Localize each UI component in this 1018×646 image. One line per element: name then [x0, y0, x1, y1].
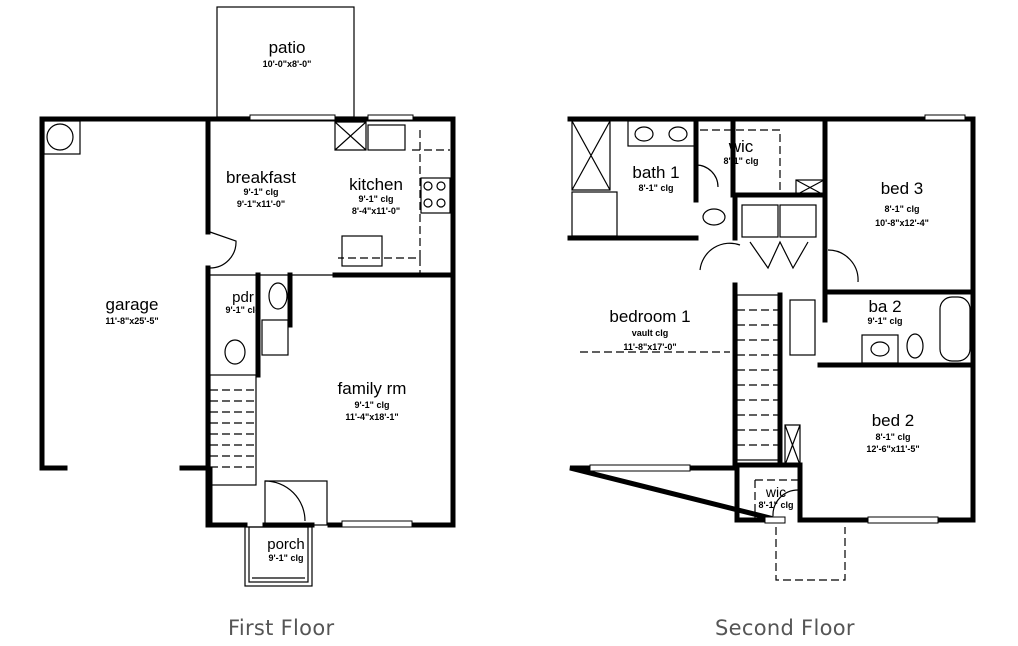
range	[420, 177, 451, 214]
garage-door-swing	[209, 231, 237, 269]
ba2-ceiling: 9'-1" clg	[868, 316, 903, 326]
bedroom1-label: bedroom 1	[609, 307, 690, 326]
bed3-label: bed 3	[881, 179, 924, 198]
bedroom1-size: 11'-8"x17'-0"	[623, 342, 676, 352]
wic-label: wic	[728, 137, 754, 156]
wic-wall	[734, 462, 803, 523]
front-door-swing	[264, 480, 306, 522]
wic2-label: wic	[765, 484, 786, 500]
shower	[571, 120, 611, 191]
sink-icon	[268, 282, 288, 310]
breakfast-label: breakfast	[226, 168, 296, 187]
water-heater-icon	[46, 123, 74, 151]
bed2-size: 12'-6"x11'-5"	[866, 444, 919, 454]
bath1-ceiling: 8'-1" clg	[639, 183, 674, 193]
family-window	[341, 520, 413, 528]
vanity	[627, 120, 696, 147]
closet	[261, 319, 289, 356]
family-rm-size: 11'-4"x18'-1"	[345, 412, 398, 422]
kitchen-window	[367, 114, 414, 121]
toilet-icon	[906, 333, 924, 359]
stair-wall	[732, 282, 783, 471]
pdr-ceiling: 9'-1" clg	[226, 305, 261, 315]
kitchen-island	[341, 235, 383, 267]
pdr-wall	[255, 272, 293, 378]
toilet-icon	[224, 339, 246, 365]
kitchen-label: kitchen	[349, 175, 403, 194]
stairs	[736, 294, 780, 461]
wic-ceiling: 8'-1" clg	[724, 156, 759, 166]
linen-closet	[784, 424, 801, 466]
linen-closet	[571, 191, 618, 237]
first-floor-plan	[39, 6, 456, 587]
breakfast-size: 9'-1"x11'-0"	[237, 199, 285, 209]
kitchen-ceiling: 9'-1" clg	[359, 194, 394, 204]
bed2-label: bed 2	[872, 411, 915, 430]
kitchen-sink	[367, 124, 406, 151]
water-heater	[43, 120, 81, 155]
patio-size: 10'-0"x8'-0"	[263, 59, 312, 69]
stairs	[209, 374, 257, 486]
balcony-outline	[775, 527, 846, 581]
washer	[741, 204, 779, 238]
bedroom1-window	[589, 464, 691, 472]
ba2-sink	[861, 334, 899, 364]
bed3-ceiling: 8'-1" clg	[885, 204, 920, 214]
garage-size: 11'-8"x25'-5"	[105, 316, 158, 326]
laundry-doors	[749, 240, 809, 270]
patio-label: patio	[269, 38, 306, 57]
pantry	[334, 121, 367, 151]
wic2-ceiling: 8'-1" clg	[759, 500, 794, 510]
ba2-wall	[817, 289, 976, 368]
breakfast-ceiling: 9'-1" clg	[244, 187, 279, 197]
bed3-window	[924, 114, 966, 121]
bed2-window	[867, 516, 939, 524]
patio-door	[249, 114, 336, 121]
kitchen-size: 8'-4"x11'-0"	[352, 206, 400, 216]
bed2-ceiling: 8'-1" clg	[876, 432, 911, 442]
family-rm-label: family rm	[338, 379, 407, 398]
bath1-wall	[567, 116, 736, 241]
family-rm-ceiling: 9'-1" clg	[355, 400, 390, 410]
porch-ceiling: 9'-1" clg	[269, 553, 304, 563]
toilet-icon	[702, 208, 726, 226]
bath1-label: bath 1	[632, 163, 679, 182]
porch-label: porch	[267, 536, 305, 553]
second-floor-caption: Second Floor	[715, 616, 855, 640]
first-floor-caption: First Floor	[228, 616, 335, 640]
bathtub	[939, 296, 971, 362]
wic-shelf	[700, 129, 781, 195]
ba2-label: ba 2	[868, 297, 901, 316]
garage-label: garage	[106, 295, 159, 314]
dryer	[779, 204, 817, 238]
hall-rail	[789, 299, 816, 356]
bed3-size: 10'-8"x12'-4"	[875, 218, 929, 228]
second-floor-plan	[567, 114, 976, 581]
pdr-label: pdr	[232, 289, 254, 306]
garage-wall	[39, 116, 211, 471]
room-labels: patio 10'-0"x8'-0" garage 11'-8"x25'-5" …	[105, 38, 929, 563]
entry	[264, 480, 328, 526]
bedroom1-ceiling: vault clg	[632, 328, 669, 338]
kitchen-counter	[338, 130, 450, 275]
